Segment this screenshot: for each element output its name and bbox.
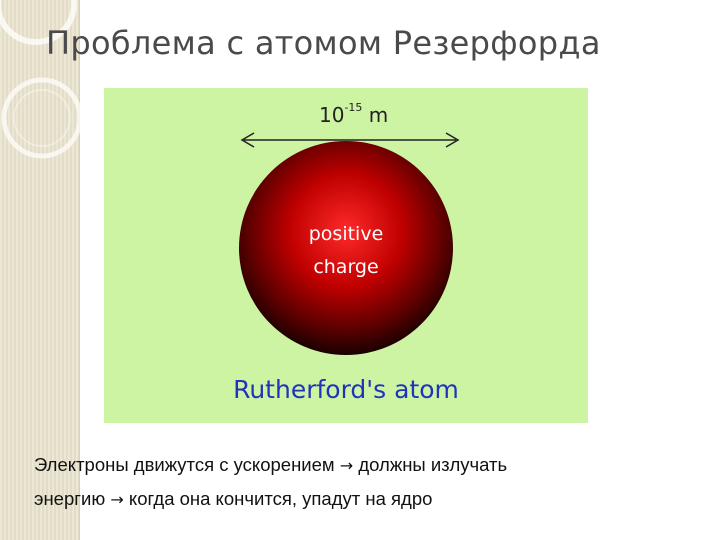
decorative-circles [0, 0, 80, 159]
scale-label-unit: m [362, 103, 389, 127]
charge-label-line2: charge [313, 256, 379, 278]
slide-title: Проблема с атомом Резерфорда [46, 24, 601, 62]
body-line-1-end: должны излучать [353, 454, 508, 475]
decorative-sidebar [0, 0, 80, 540]
atom-diagram [239, 132, 460, 355]
body-line-2-start: энергию [34, 488, 111, 509]
body-line-2-end: когда она кончится, упадут на ядро [123, 488, 433, 509]
charge-label-line1: positive [308, 223, 384, 245]
scale-arrow [240, 132, 460, 148]
scale-label-exponent: -15 [344, 101, 363, 114]
body-line-2: энергию → когда она кончится, упадут на … [34, 482, 694, 516]
scale-label-base: 10 [319, 103, 345, 127]
charge-label: positive charge [283, 218, 409, 284]
nucleus-sphere [239, 141, 453, 355]
right-arrow-icon: → [110, 490, 124, 509]
rutherford-atom-figure: 10-15 m positive charge Rutherford's ato… [104, 88, 588, 423]
right-arrow-icon: → [339, 456, 354, 475]
atom-caption: Rutherford's atom [233, 375, 459, 404]
body-line-1-start: Электроны движутся с ускорением [34, 454, 340, 475]
body-line-1: Электроны движутся с ускорением → должны… [34, 448, 694, 482]
body-text: Электроны движутся с ускорением → должны… [34, 448, 694, 516]
scale-label: 10-15 m [319, 101, 389, 127]
